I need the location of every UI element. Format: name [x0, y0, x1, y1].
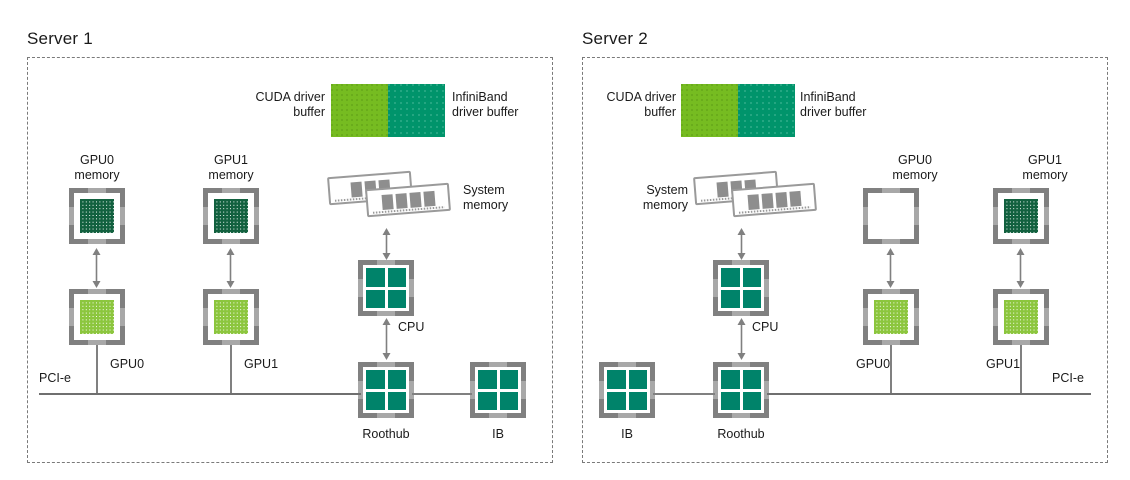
server-1-gpu1-die — [214, 300, 248, 334]
server-2-pcie-label: PCI-e — [1052, 371, 1084, 385]
server-2-gpu0-label: GPU0 — [856, 357, 891, 371]
server-2-gpu1-memory-label: GPU1 memory — [1022, 153, 1068, 182]
server-1-gpu1-pcie-drop — [230, 345, 232, 394]
server-2-gpu0-memory-arrow — [885, 248, 896, 288]
server-1-boundary — [27, 57, 553, 463]
server-2-system-memory — [692, 170, 822, 228]
server-2-ib-label: IB — [621, 427, 633, 441]
server-1-gpu1-label: GPU1 — [244, 357, 279, 371]
server-1-gpu0-pcie-drop — [96, 345, 98, 394]
server-1-gpu0-memory-die — [80, 199, 114, 233]
server-2-gpu0-pcie-drop — [890, 345, 892, 394]
server-2-gpu1-pcie-drop — [1020, 345, 1022, 394]
server-2-gpu1-memory-chip — [993, 188, 1049, 244]
server-2-system-memory-label: System memory — [642, 183, 688, 212]
server-2-boundary — [582, 57, 1108, 463]
server-1-gpu0-memory-chip — [69, 188, 125, 244]
server-1-gpu0-memory-arrow — [91, 248, 102, 288]
server-2-cpu-label: CPU — [752, 320, 779, 334]
server-2-gpu1-memory-die — [1004, 199, 1038, 233]
server-1-gpu1-chip — [203, 289, 259, 345]
server-1-infiniband-buffer-label: InfiniBand driver buffer — [452, 90, 519, 119]
server-1-gpu1-memory-label: GPU1 memory — [208, 153, 254, 182]
server-2-gpu0-chip — [863, 289, 919, 345]
server-1-pcie-label: PCI-e — [39, 371, 71, 385]
server-2-dimm-front — [731, 182, 817, 218]
server-1-ib-label: IB — [492, 427, 504, 441]
server-2-title: Server 2 — [582, 29, 648, 48]
server-1-gpu0-label: GPU0 — [110, 357, 145, 371]
server-2-gpu1-label: GPU1 — [986, 357, 1021, 371]
server-2-cpu-die — [721, 268, 761, 308]
server-2-cuda-buffer-label: CUDA driver buffer — [606, 90, 676, 119]
server-1-roothub-chip — [358, 362, 414, 418]
server-1-sysmem-cpu-arrow — [381, 228, 392, 260]
server-2-infiniband-driver-buffer — [738, 84, 795, 137]
server-2-gpu1-memory-arrow — [1015, 248, 1026, 288]
server-1-gpu1-memory-arrow — [225, 248, 236, 288]
server-1-cpu-label: CPU — [398, 320, 425, 334]
server-2-roothub-label: Roothub — [717, 427, 765, 441]
server-2-cuda-driver-buffer — [681, 84, 738, 137]
server-2-gpu0-memory-chip — [863, 188, 919, 244]
server-1-gpu1-memory-die — [214, 199, 248, 233]
server-1-infiniband-driver-buffer — [388, 84, 445, 137]
server-1-pcie-bus — [39, 393, 361, 395]
server-2-ib-roothub-link — [653, 393, 715, 395]
server-1-ib-chip — [470, 362, 526, 418]
server-2-roothub-die — [721, 370, 761, 410]
server-2-gpu0-memory-label: GPU0 memory — [892, 153, 938, 182]
server-1-cuda-driver-buffer — [331, 84, 388, 137]
server-1-system-memory — [326, 170, 456, 228]
server-2-pcie-bus — [767, 393, 1091, 395]
server-2-roothub-chip — [713, 362, 769, 418]
server-1-system-memory-label: System memory — [463, 183, 509, 212]
server-2-ib-chip — [599, 362, 655, 418]
server-1-roothub-label: Roothub — [362, 427, 410, 441]
server-1-cpu-chip — [358, 260, 414, 316]
server-2-ib-die — [607, 370, 647, 410]
server-2-gpu1-chip — [993, 289, 1049, 345]
server-1-roothub-ib-link — [412, 393, 472, 395]
server-2-gpu0-die — [874, 300, 908, 334]
server-2-gpu1-die — [1004, 300, 1038, 334]
server-1-gpu0-die — [80, 300, 114, 334]
server-1-gpu0-chip — [69, 289, 125, 345]
server-2-cpu-roothub-arrow — [736, 318, 747, 360]
server-1-gpu0-memory-label: GPU0 memory — [74, 153, 120, 182]
server-2-buffer-pair — [681, 84, 795, 137]
server-2-cpu-chip — [713, 260, 769, 316]
server-1-cpu-roothub-arrow — [381, 318, 392, 360]
server-1-gpu1-memory-chip — [203, 188, 259, 244]
server-2-sysmem-cpu-arrow — [736, 228, 747, 260]
server-1-buffer-pair — [331, 84, 445, 137]
server-1-title: Server 1 — [27, 29, 93, 48]
server-1-roothub-die — [366, 370, 406, 410]
server-1-ib-die — [478, 370, 518, 410]
server-1-cpu-die — [366, 268, 406, 308]
server-1-dimm-front — [365, 182, 451, 218]
server-1-cuda-buffer-label: CUDA driver buffer — [255, 90, 325, 119]
server-2-gpu0-memory-die — [874, 199, 908, 233]
server-2-infiniband-buffer-label: InfiniBand driver buffer — [800, 90, 867, 119]
